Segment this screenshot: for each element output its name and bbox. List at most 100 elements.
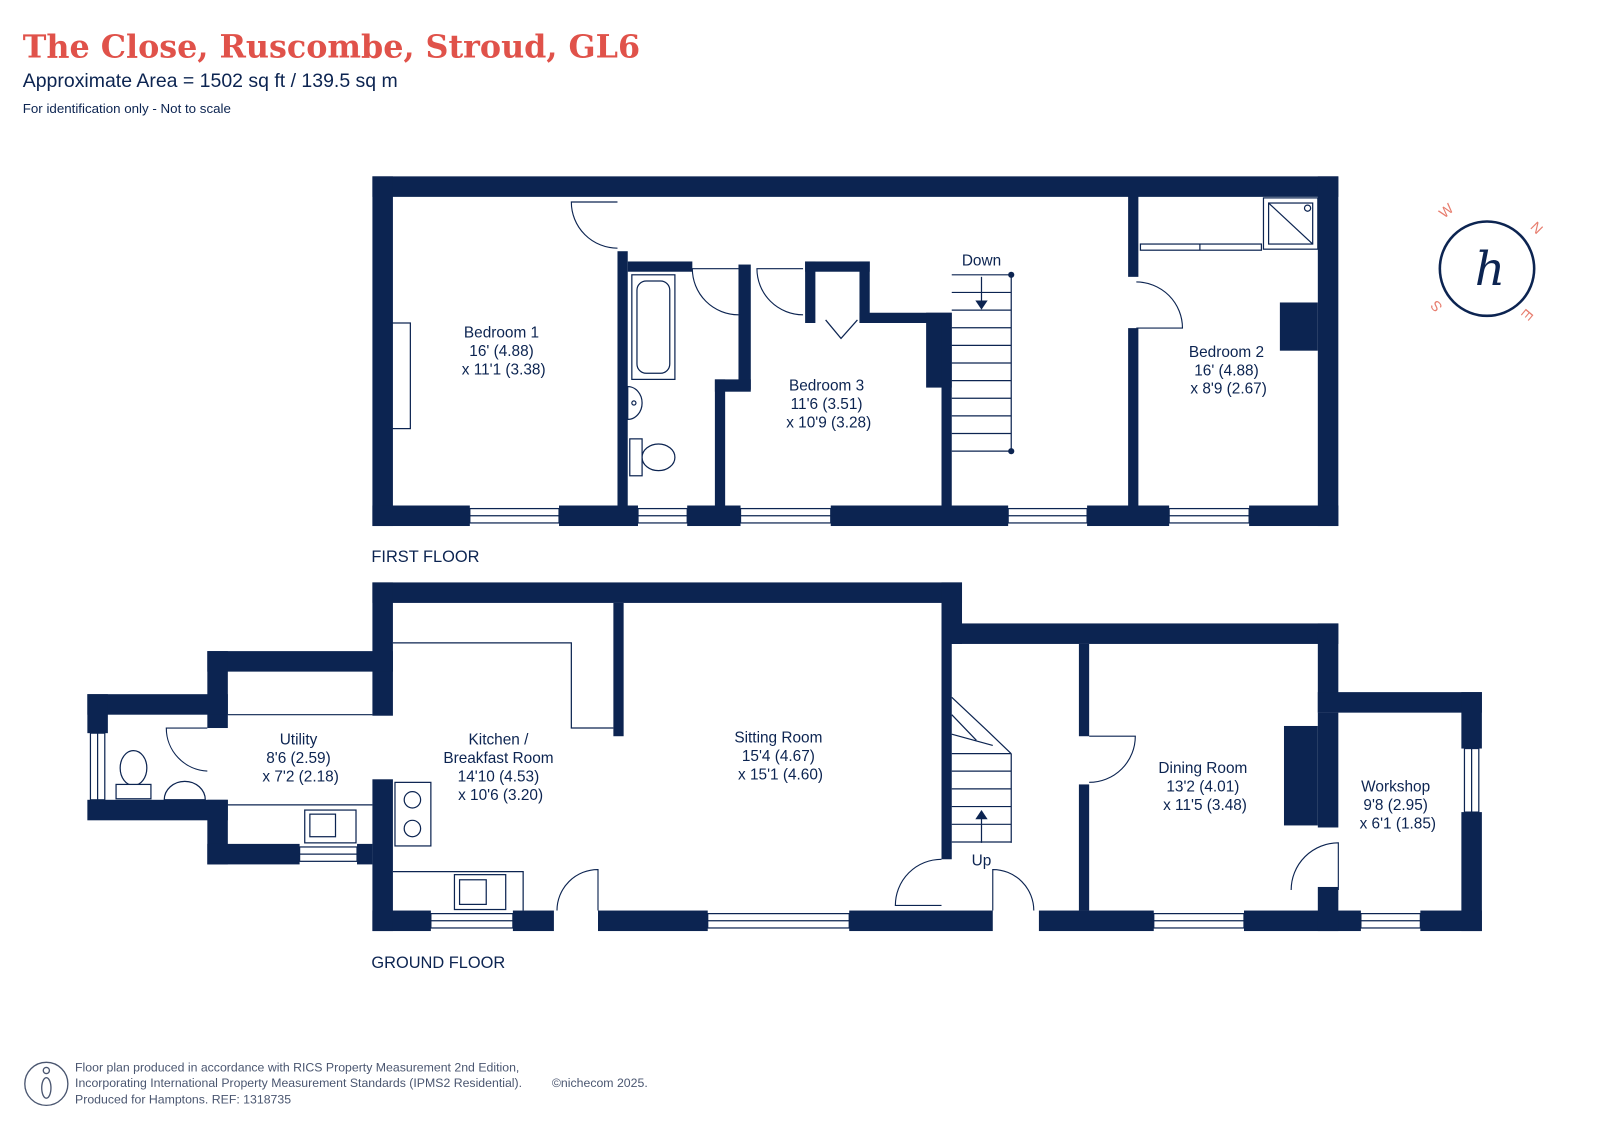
compass-west: W xyxy=(1436,201,1457,222)
wall xyxy=(805,261,816,323)
room-size-1: 14'10 (4.53) xyxy=(458,768,540,785)
ipms-icon-body xyxy=(41,1077,52,1099)
room-size-1: 16' (4.88) xyxy=(469,343,533,360)
room-size-1: 11'6 (3.51) xyxy=(791,396,863,413)
door-swing xyxy=(570,201,618,249)
wall xyxy=(1317,886,1339,932)
room-label-bedroom-3: Bedroom 3 11'6 (3.51) x 10'9 (3.28) xyxy=(786,378,871,432)
arrow-down-icon xyxy=(975,300,988,310)
wall xyxy=(1420,910,1482,932)
wardrobe xyxy=(1139,243,1263,251)
hob-icon xyxy=(394,781,432,847)
wall xyxy=(714,379,726,508)
wall xyxy=(1078,643,1090,737)
wall xyxy=(372,582,963,603)
room-name: Bedroom 2 xyxy=(1189,344,1264,361)
ground-floor-fixtures xyxy=(115,642,614,911)
wash-basin-icon xyxy=(163,780,206,801)
room-size-1: 13'2 (4.01) xyxy=(1166,779,1239,796)
stair-winder-rail xyxy=(951,696,1012,755)
wall xyxy=(613,602,624,737)
wall xyxy=(372,582,393,716)
copyright: ©nichecom 2025. xyxy=(552,1076,648,1090)
footer-line-2: Incorporating International Property Mea… xyxy=(75,1076,522,1090)
wall xyxy=(941,643,952,860)
room-size-2: x 8'9 (2.67) xyxy=(1190,381,1266,398)
wall xyxy=(559,505,638,527)
wall xyxy=(87,694,228,715)
room-name: Dining Room xyxy=(1158,760,1247,777)
wall xyxy=(1128,328,1139,508)
door-swing xyxy=(992,868,1035,911)
room-label-kitchen: Kitchen / Breakfast Room 14'10 (4.53) x … xyxy=(443,731,558,803)
ground-floor-walls xyxy=(87,582,1482,932)
kitchen-sink-bowl-icon xyxy=(458,879,487,906)
toilet-cistern-icon xyxy=(115,783,152,800)
wall xyxy=(512,910,554,932)
wall xyxy=(738,264,751,390)
wall xyxy=(1249,505,1339,527)
room-size-1: 9'8 (2.95) xyxy=(1363,797,1427,814)
door-swing xyxy=(894,858,942,906)
bath-icon xyxy=(631,274,676,381)
wall xyxy=(617,251,628,508)
arrow-up-icon xyxy=(975,810,988,820)
room-name-line-2: Breakfast Room xyxy=(443,750,553,767)
room-size-2: x 11'5 (3.48) xyxy=(1163,797,1247,814)
wall xyxy=(941,312,952,508)
compass: h W N S E xyxy=(1428,201,1546,323)
stairs-up-label: Up xyxy=(972,852,992,869)
wall xyxy=(207,843,300,865)
stairs-down-label: Down xyxy=(962,253,1001,270)
kitchen-counter xyxy=(392,642,614,729)
wall xyxy=(687,505,741,527)
compass-east: E xyxy=(1517,305,1535,323)
room-label-utility: Utility 8'6 (2.59) x 7'2 (2.18) xyxy=(262,731,338,785)
toilet-icon xyxy=(119,749,148,787)
compass-south: S xyxy=(1428,297,1446,315)
utility-sink-icon xyxy=(304,809,357,844)
room-label-bedroom-2: Bedroom 2 16' (4.88) x 8'9 (2.67) xyxy=(1189,344,1269,398)
utility-sink-bowl-icon xyxy=(309,813,337,838)
first-floor-walls xyxy=(372,176,1339,527)
compass-north: N xyxy=(1527,219,1546,238)
wall xyxy=(849,910,993,932)
wall xyxy=(207,651,228,729)
wall xyxy=(1128,194,1139,277)
wall xyxy=(207,651,393,672)
room-size-2: x 10'9 (3.28) xyxy=(786,415,871,432)
wall xyxy=(1317,712,1339,828)
room-size-1: 8'6 (2.59) xyxy=(266,750,330,767)
first-floor-title: FIRST FLOOR xyxy=(371,548,479,566)
room-name: Sitting Room xyxy=(734,729,822,746)
room-size-2: x 7'2 (2.18) xyxy=(262,768,338,785)
stair-winder-tread xyxy=(951,714,977,741)
wall xyxy=(859,261,870,323)
cupboard-door xyxy=(825,319,858,340)
kitchen-sink-icon xyxy=(453,874,507,911)
wall xyxy=(357,843,373,865)
shower-tray-line xyxy=(1268,202,1314,245)
door-swing xyxy=(556,868,599,911)
wall xyxy=(1038,910,1154,932)
wall xyxy=(627,261,693,272)
room-label-sitting-room: Sitting Room 15'4 (4.67) x 15'1 (4.60) xyxy=(734,729,826,783)
wall xyxy=(1317,692,1482,713)
stair-winder-tread xyxy=(951,733,993,747)
disclaimer: For identification only - Not to scale xyxy=(23,101,231,116)
stair-newel xyxy=(1008,271,1015,278)
room-label-workshop: Workshop 9'8 (2.95) x 6'1 (1.85) xyxy=(1360,779,1436,833)
shower-tray-icon xyxy=(1267,202,1314,245)
door-swing xyxy=(165,727,208,772)
room-name: Bedroom 3 xyxy=(789,378,864,395)
compass-logo-icon: h xyxy=(1475,242,1505,297)
door-swing xyxy=(1136,281,1184,329)
room-size-2: x 10'6 (3.20) xyxy=(458,787,543,804)
toilet-icon xyxy=(641,443,676,472)
hob-ring-icon xyxy=(403,790,422,809)
wall xyxy=(372,176,393,527)
room-name: Bedroom 1 xyxy=(464,324,539,341)
wall xyxy=(1317,623,1339,713)
wall xyxy=(1078,784,1090,911)
